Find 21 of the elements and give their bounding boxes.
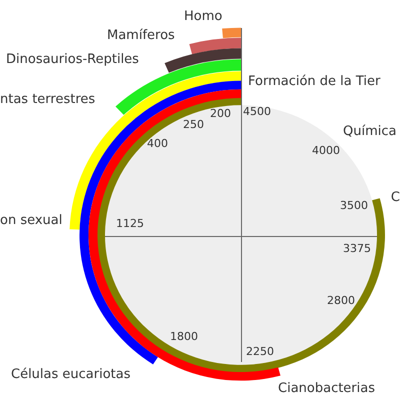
time-label: 1800 [170,330,198,343]
event-label: Células eucariotas [11,367,131,382]
time-label: 1125 [116,217,144,230]
event-label: Química [343,124,396,139]
event-label: Dinosaurios-Reptiles [6,52,139,67]
event-label: C [390,190,400,205]
time-label: 200 [210,107,231,120]
time-label: 2800 [327,294,355,307]
time-label: 3500 [340,199,368,212]
event-label: on sexual [0,213,62,228]
event-label: Formación de la Tier [248,74,380,89]
time-label: 4000 [312,144,340,157]
event-label: ntas terrestres [0,92,96,107]
event-label: Homo [184,9,222,24]
time-label: 250 [183,118,204,131]
event-label: Cianobacterias [278,381,376,396]
time-label: 2250 [246,345,274,358]
time-label: 4500 [243,105,271,118]
time-label: 400 [147,137,168,150]
event-label: Mamíferos [107,28,175,43]
time-label: 3375 [343,242,371,255]
